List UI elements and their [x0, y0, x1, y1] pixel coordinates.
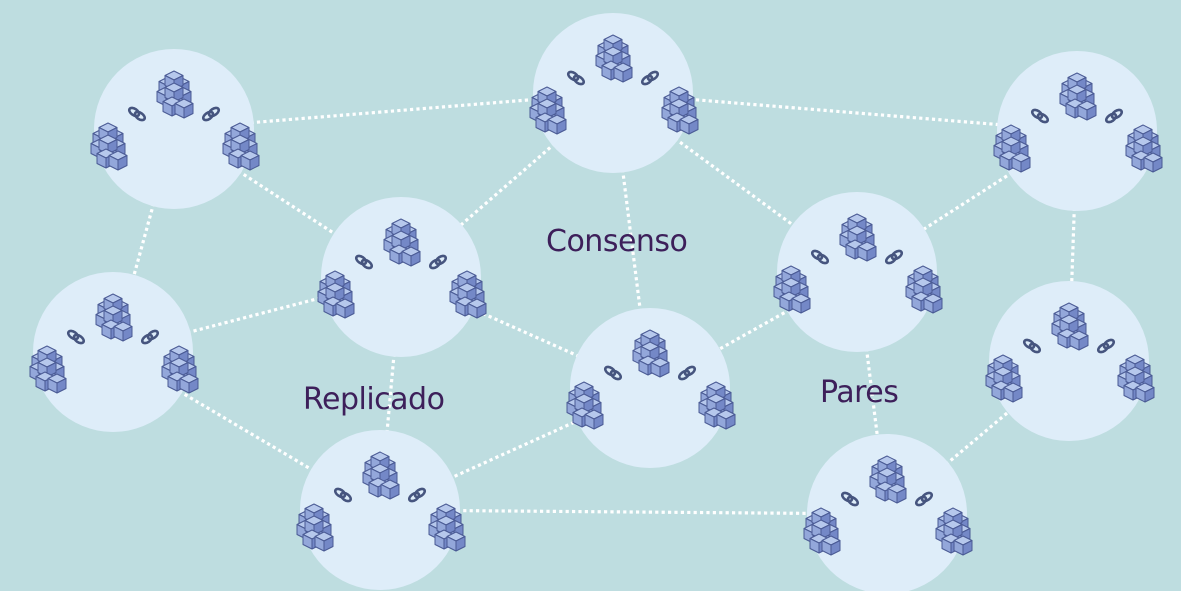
connection-n7-n8 [379, 386, 651, 512]
network-node-n5 [318, 197, 486, 357]
label-replicado: Replicado [303, 382, 445, 417]
node-circle [777, 192, 937, 352]
node-circle [94, 49, 254, 209]
node-circle [989, 281, 1149, 441]
network-node-n6 [774, 192, 942, 352]
node-circle [321, 197, 481, 357]
connection-n4-n5 [112, 275, 402, 354]
node-circle [807, 434, 967, 591]
connection-n8-n9 [379, 508, 888, 516]
nodes [30, 13, 1162, 591]
network-node-n7 [567, 308, 735, 468]
label-consenso: Consenso [546, 224, 688, 259]
network-node-n4 [30, 272, 198, 432]
network-node-n2 [530, 13, 698, 173]
connection-n2-n7 [611, 92, 652, 389]
node-circle [33, 272, 193, 432]
network-node-n10 [986, 281, 1154, 441]
network-node-n8 [297, 430, 465, 590]
node-circle [533, 13, 693, 173]
network-node-n3 [994, 51, 1162, 211]
node-circle [997, 51, 1157, 211]
label-pares: Pares [820, 375, 899, 410]
network-node-n9 [804, 434, 972, 591]
node-circle [300, 430, 460, 590]
network-node-n1 [91, 49, 259, 209]
node-circle [570, 308, 730, 468]
